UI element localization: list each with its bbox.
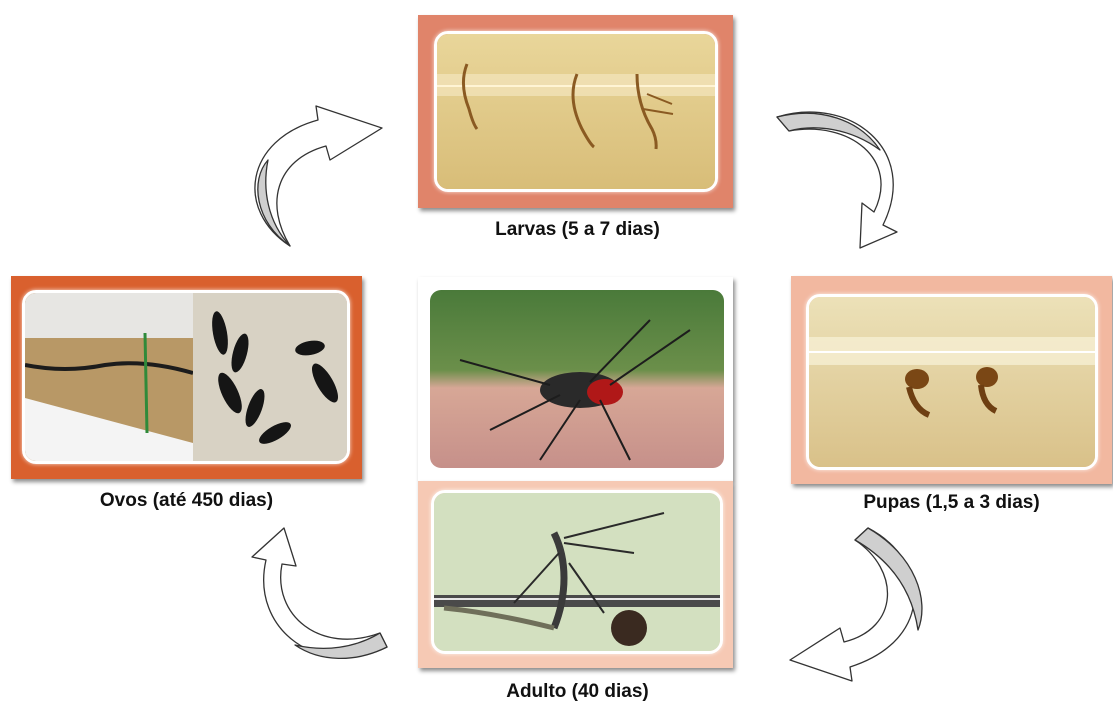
larvas-photo [434,31,718,192]
pupas-photo [806,294,1098,470]
adulto-caption: Adulto (40 dias) [420,681,735,703]
larvas-frame [418,15,733,208]
adulto-frame-top [418,277,733,481]
pupa-2 [976,367,998,387]
pupas-caption: Pupas (1,5 a 3 dias) [791,492,1112,514]
pupas-frame [791,276,1112,484]
ovos-caption: Ovos (até 450 dias) [11,490,362,512]
larvas-caption: Larvas (5 a 7 dias) [420,219,735,241]
adulto-frame-bottom [418,481,733,668]
pupa-1 [905,369,929,389]
ovos-frame [11,276,362,479]
arrow-larvas-to-pupas [777,112,897,248]
arrow-ovos-to-larvas [255,106,382,246]
mosquito-feeding-photo [427,287,727,471]
mosquito-emerging-photo [431,490,723,654]
ovos-photo [22,290,350,464]
arrow-pupas-to-adulto [790,528,914,681]
arrow-adulto-to-ovos [252,528,387,657]
